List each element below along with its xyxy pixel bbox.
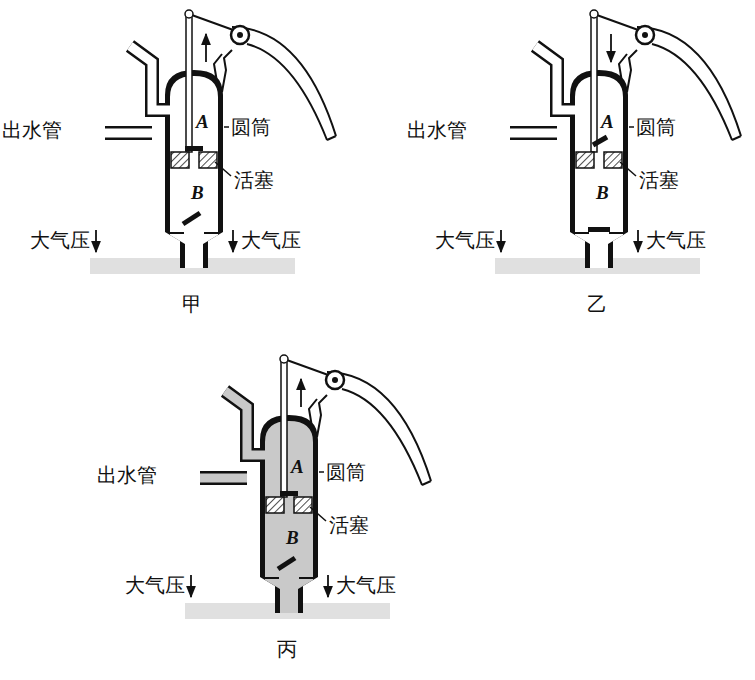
bracket [619, 50, 637, 92]
cylinder-label: 圆筒 [636, 115, 676, 139]
bracket [309, 395, 327, 437]
pump [495, 10, 741, 274]
pressure-arrow [95, 230, 97, 252]
piston-rod [591, 13, 597, 152]
pressure-arrow [500, 230, 502, 252]
pump [90, 10, 336, 274]
valve-a [593, 137, 607, 145]
motion-arrow [610, 34, 612, 62]
valve-label: B [191, 181, 204, 205]
valve-b [588, 227, 610, 232]
leader-line [215, 162, 231, 176]
piston [171, 152, 189, 168]
outlet-pipe [105, 46, 170, 133]
valve-label: B [596, 181, 609, 205]
valve-label: B [286, 526, 299, 550]
cylinder-label: 圆筒 [326, 460, 366, 484]
piston [266, 497, 284, 513]
pressure-arrow [232, 230, 234, 252]
bracket [214, 50, 232, 92]
outlet-pipe-label: 出水管 [97, 463, 157, 487]
cylinder-label: 圆筒 [231, 115, 271, 139]
pressure-label: 大气压 [30, 228, 90, 252]
panel-label: 丙 [277, 637, 297, 661]
piston [576, 152, 594, 168]
cylinder [165, 70, 223, 268]
outlet-pipe-label: 出水管 [2, 118, 62, 142]
cylinder [570, 70, 628, 268]
panel-label: 甲 [182, 292, 202, 316]
valve-b [183, 213, 200, 224]
pressure-label: 大气压 [336, 573, 396, 597]
pressure-arrow [637, 230, 639, 252]
panel-label: 乙 [587, 292, 607, 316]
pressure-label: 大气压 [646, 228, 706, 252]
valve-label: A [601, 110, 614, 134]
outlet-pipe [510, 46, 575, 133]
valve-label: A [291, 455, 304, 479]
piston-label: 活塞 [329, 513, 369, 537]
valve-a [280, 491, 298, 496]
motion-arrow [300, 379, 302, 407]
piston-label: 活塞 [234, 168, 274, 192]
pressure-label: 大气压 [435, 228, 495, 252]
piston-label: 活塞 [639, 168, 679, 192]
valve-label: A [196, 110, 209, 134]
pressure-label: 大气压 [125, 573, 185, 597]
piston-rod [281, 358, 287, 497]
handle [327, 372, 431, 485]
pump [185, 355, 431, 619]
outlet-pipe [200, 391, 265, 478]
leader-line [310, 507, 326, 521]
cylinder [260, 415, 318, 613]
motion-arrow [205, 34, 207, 62]
pressure-arrow [190, 575, 192, 597]
valve-b [278, 558, 295, 569]
handle [232, 27, 336, 140]
pressure-label: 大气压 [241, 228, 301, 252]
outlet-pipe-label: 出水管 [407, 118, 467, 142]
pressure-arrow [327, 575, 329, 597]
leader-line [620, 162, 636, 176]
handle [637, 27, 741, 140]
piston-rod [186, 13, 192, 152]
valve-a [185, 146, 203, 151]
